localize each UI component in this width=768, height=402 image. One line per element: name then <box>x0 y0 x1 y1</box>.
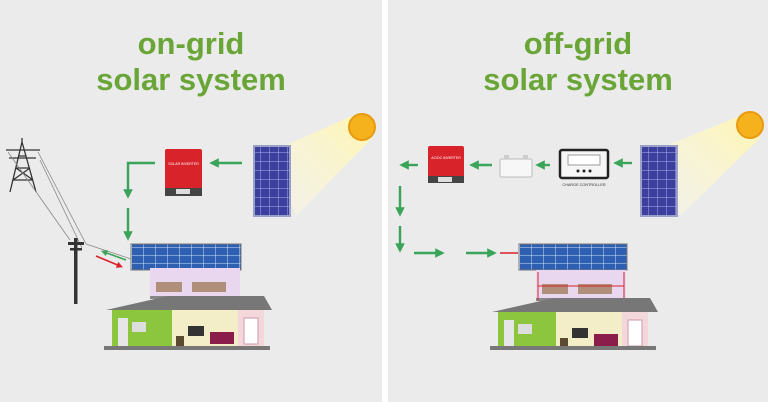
solar-panel <box>640 145 678 217</box>
charge-controller: CHARGE CONTROLLER <box>558 148 610 187</box>
controller-label: CHARGE CONTROLLER <box>562 183 606 187</box>
utility-pole <box>68 238 84 304</box>
off-grid-panel: off-grid solar system CHARGE CONTROLLER <box>388 0 768 402</box>
on-grid-title-line1: on-grid <box>137 26 245 61</box>
sun-beam <box>270 116 372 216</box>
off-grid-title-line1: off-grid <box>523 26 633 61</box>
inverter-label: SOLAR INVERTER <box>168 162 199 166</box>
off-grid-title-line2: solar system <box>483 62 673 97</box>
sun-icon <box>736 111 764 139</box>
on-grid-title-line2: solar system <box>96 62 286 97</box>
solar-inverter: SOLAR INVERTER <box>165 149 202 196</box>
house <box>104 243 272 350</box>
grid-import-arrow <box>95 255 123 268</box>
sun-beam <box>656 116 760 216</box>
on-grid-diagram: SOLAR INVERTER <box>6 113 376 350</box>
grid-export-arrow <box>100 250 127 261</box>
battery <box>499 155 533 178</box>
inverter-label: AC/DC INVERTER <box>431 156 461 160</box>
sun-icon <box>348 113 376 141</box>
ac-dc-inverter: AC/DC INVERTER <box>428 146 464 183</box>
solar-panel <box>253 145 291 217</box>
power-tower <box>6 138 40 193</box>
on-grid-panel: on-grid solar system SOLAR INVERTER <box>0 0 382 402</box>
off-grid-diagram: CHARGE CONTROLLER AC/DC INVERTER <box>395 111 764 350</box>
house <box>490 243 658 350</box>
inverter-to-house-arrow-a <box>123 161 155 199</box>
